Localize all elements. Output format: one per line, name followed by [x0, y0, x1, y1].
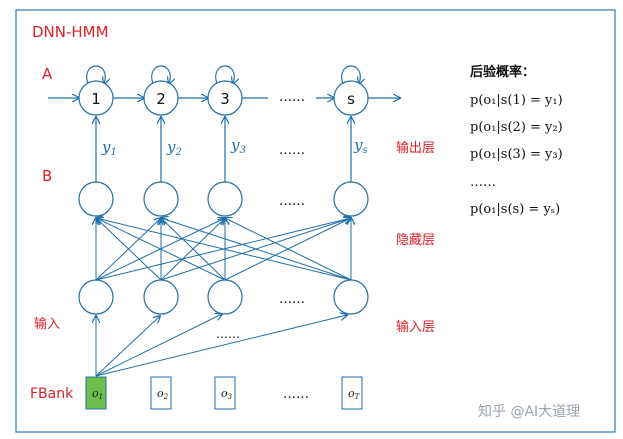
hmm-states: 1 2 3 s …… — [78, 80, 369, 116]
hidden-node-s — [333, 181, 369, 217]
posterior-line-3: p(o₁|s(3) = y₃) — [470, 147, 563, 162]
label-b: B — [42, 167, 52, 185]
posterior-line-1: p(o₁|s(1) = y₁) — [470, 93, 563, 108]
label-input-layer: 输入层 — [396, 319, 435, 335]
edge-s-1 — [96, 218, 352, 281]
label-output-layer: 输出层 — [396, 140, 435, 156]
edge-s-3 — [225, 218, 352, 281]
mesh-connections — [96, 218, 352, 281]
input-node-2 — [143, 279, 179, 315]
edge-2-1 — [96, 218, 162, 281]
input-nodes — [78, 279, 369, 315]
edge-3-1 — [96, 218, 226, 281]
y-label-1: y1 — [101, 138, 117, 158]
hmm-chain — [48, 65, 400, 98]
label-fbank: FBank — [30, 386, 74, 402]
frame-o2 — [150, 376, 172, 410]
self-loop-1 — [86, 65, 106, 84]
watermark-text: 知乎 @AI大道理 — [478, 403, 580, 420]
frame-ellipsis: …… — [283, 387, 309, 402]
feat-arrow-ellipsis: …… — [216, 327, 240, 341]
input-ellipsis: …… — [279, 292, 305, 307]
frame-o3-label: o3 — [221, 387, 233, 401]
diagram-title: DNN-HMM — [32, 23, 109, 41]
state-1-label: 1 — [91, 90, 101, 108]
hidden-node-1 — [78, 181, 114, 217]
state-s-label: s — [347, 90, 355, 108]
label-input-left: 输入 — [34, 316, 60, 332]
frame-oT — [341, 376, 363, 410]
edge-3-2 — [161, 218, 226, 281]
y-label-3: y3 — [230, 136, 246, 156]
state-1 — [78, 80, 114, 116]
label-a: A — [42, 65, 53, 83]
posterior-panel: 后验概率： p(o₁|s(1) = y₁) p(o₁|s(2) = y₂) p(… — [470, 64, 563, 217]
outer-frame — [15, 9, 616, 433]
self-loop-s — [341, 65, 361, 84]
state-2-label: 2 — [156, 90, 166, 108]
state-3 — [207, 80, 243, 116]
hidden-nodes — [78, 181, 369, 217]
posterior-heading: 后验概率： — [470, 64, 535, 80]
y-label-2: y2 — [166, 138, 182, 158]
fbank-frames: o1 o2 o3 oT …… — [85, 376, 363, 410]
feat-arrow-s — [95, 315, 347, 377]
output-arrows — [96, 117, 351, 182]
feature-arrows — [95, 314, 347, 377]
state-s — [333, 80, 369, 116]
y-labels: y1 y2 y3 ys …… — [101, 136, 368, 158]
feat-arrow-2 — [95, 316, 160, 377]
feat-arrow-3 — [95, 314, 222, 377]
hidden-ellipsis: …… — [279, 194, 305, 209]
state-ellipsis: …… — [279, 90, 305, 105]
state-2 — [143, 80, 179, 116]
self-loop-2 — [151, 65, 171, 84]
input-node-1 — [78, 279, 114, 315]
y-ellipsis: …… — [279, 143, 305, 158]
posterior-line-s: p(o₁|s(s) = yₛ) — [470, 202, 560, 217]
frame-o3 — [214, 376, 236, 410]
state-3-label: 3 — [220, 90, 230, 108]
edge-s-2 — [161, 218, 352, 281]
hidden-node-2 — [143, 181, 179, 217]
input-node-s — [333, 279, 369, 315]
self-loop-3 — [215, 65, 235, 84]
posterior-ellipsis: …… — [470, 175, 496, 190]
y-label-s: ys — [353, 136, 368, 156]
frame-o1-label: o1 — [92, 387, 103, 401]
frame-o1 — [85, 376, 107, 410]
input-node-3 — [207, 279, 243, 315]
posterior-line-2: p(o₁|s(2) = y₂) — [470, 120, 563, 135]
label-hidden-layer: 隐藏层 — [396, 233, 435, 248]
frame-oT-label: oT — [348, 387, 361, 401]
hidden-node-3 — [207, 181, 243, 217]
frame-o2-label: o2 — [157, 387, 169, 401]
